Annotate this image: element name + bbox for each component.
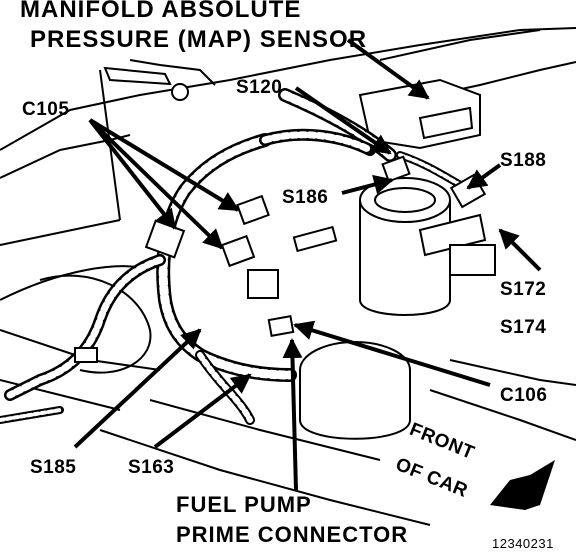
- label-c106: C106: [500, 385, 548, 406]
- label-s174: S174: [500, 317, 547, 338]
- label-c105: C105: [22, 99, 70, 120]
- label-s120: S120: [236, 77, 283, 98]
- front-arrow-icon: [490, 460, 555, 510]
- figure-number: 12340231: [492, 536, 554, 551]
- fuel-pump-label-line-2: PRIME CONNECTOR: [176, 522, 409, 547]
- label-s172: S172: [500, 279, 547, 300]
- canister: [359, 177, 496, 316]
- label-s163: S163: [128, 457, 175, 478]
- connectors: [74, 83, 487, 363]
- title-line-2: PRESSURE (MAP) SENSOR: [30, 26, 368, 53]
- label-s188: S188: [500, 150, 547, 171]
- title-line-1: MANIFOLD ABSOLUTE: [20, 0, 302, 23]
- lower-component: [299, 341, 411, 440]
- fuel-pump-label-line-1: FUEL PUMP: [176, 492, 312, 517]
- label-s185: S185: [30, 457, 77, 478]
- label-s186: S186: [282, 187, 329, 208]
- leader-arrows: [73, 38, 542, 491]
